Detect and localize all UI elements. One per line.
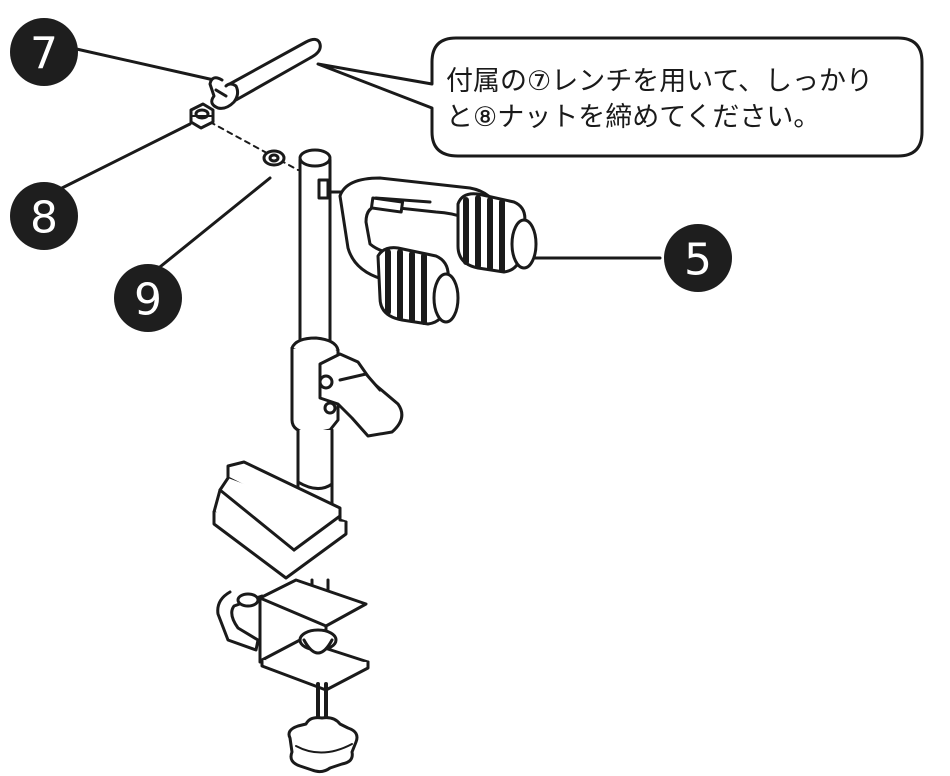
main-pole <box>298 148 348 347</box>
badge-5-label: 5 <box>684 235 712 286</box>
badge-9-label: 9 <box>134 275 162 326</box>
badge-8: 8 <box>10 182 78 250</box>
callout-text-line-2: と⑧ナットを締めてください。 <box>446 102 820 133</box>
clamp-knob <box>287 716 359 774</box>
leader-line-nut <box>56 122 192 192</box>
washer-part <box>262 149 286 167</box>
callout-text-line-1: 付属の⑦レンチを用いて、しっかり <box>446 66 873 97</box>
badge-7-label: 7 <box>30 29 58 80</box>
leader-line-washer <box>148 176 272 277</box>
clamp-base-part <box>216 578 370 774</box>
height-clamp-part <box>290 336 404 438</box>
badge-9: 9 <box>114 264 182 332</box>
badge-7: 7 <box>10 18 78 86</box>
leader-line-wrench <box>70 46 216 82</box>
callout-bubble <box>316 36 924 158</box>
badge-8-label: 8 <box>30 193 58 244</box>
tray-part <box>212 460 348 580</box>
holder-arm-part <box>338 176 538 326</box>
assembly-dash-line <box>209 121 299 171</box>
nut-part <box>189 102 215 130</box>
badge-5: 5 <box>664 224 732 292</box>
wrench-part <box>208 37 322 110</box>
